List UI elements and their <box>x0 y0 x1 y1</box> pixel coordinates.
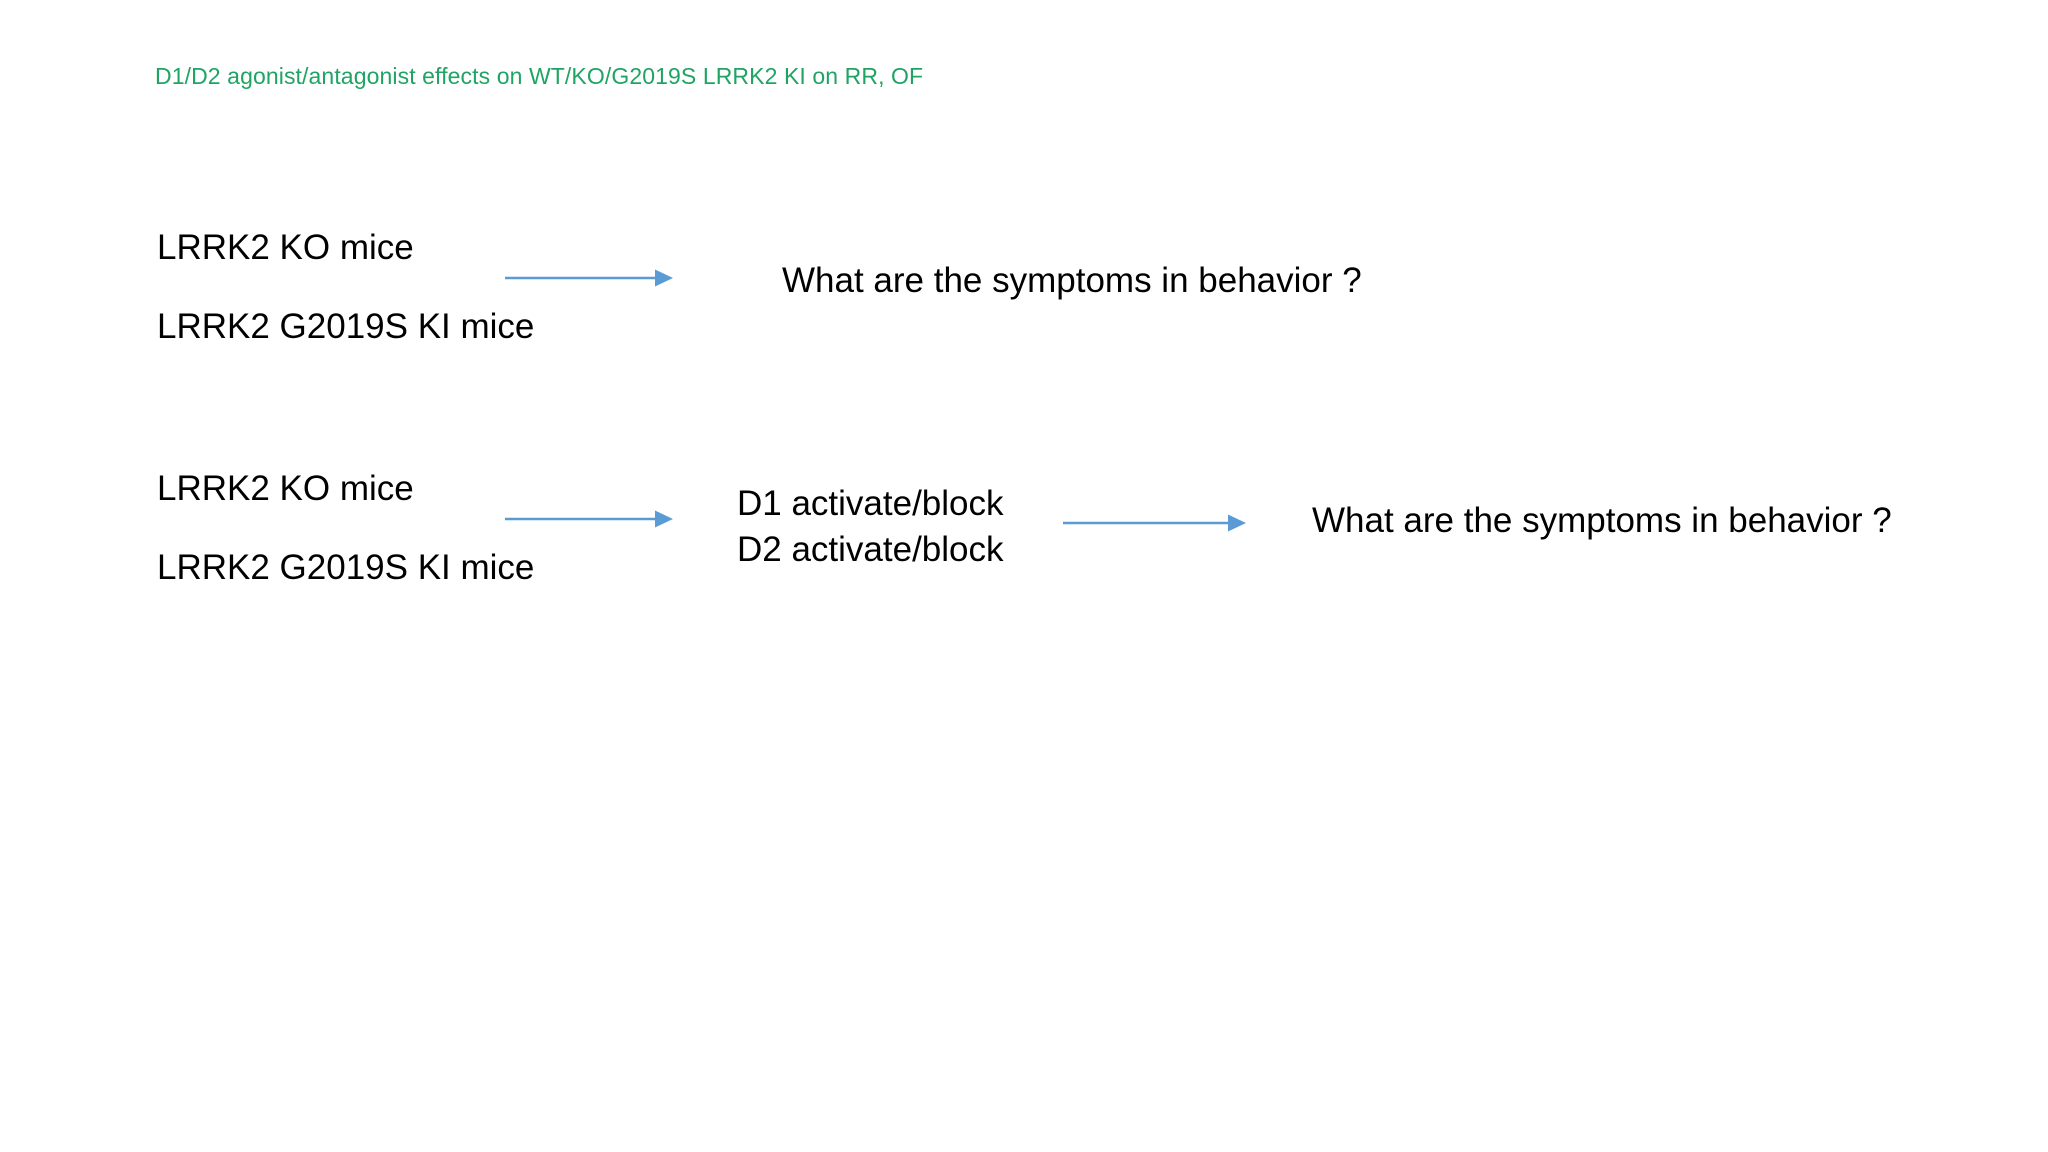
row2-treatment-block: D1 activate/block D2 activate/block <box>737 481 1004 573</box>
row1-question-text: What are the symptoms in behavior ? <box>782 261 1362 300</box>
row2-treatment-d2: D2 activate/block <box>737 530 1004 569</box>
row1-subject-ko: LRRK2 KO mice <box>157 228 414 267</box>
slide-title: D1/D2 agonist/antagonist effects on WT/K… <box>155 63 924 89</box>
row2-right-arrow-icon-first <box>505 507 675 531</box>
row1-subject-ki: LRRK2 G2019S KI mice <box>157 307 535 346</box>
row2-right-arrow-icon-second <box>1063 511 1248 535</box>
row2-subject-ki: LRRK2 G2019S KI mice <box>157 548 535 587</box>
row2-subject-ko: LRRK2 KO mice <box>157 469 414 508</box>
row2-question-text: What are the symptoms in behavior ? <box>1312 501 1892 540</box>
row2-treatment-d1: D1 activate/block <box>737 484 1004 523</box>
row1-right-arrow-icon <box>505 266 675 290</box>
